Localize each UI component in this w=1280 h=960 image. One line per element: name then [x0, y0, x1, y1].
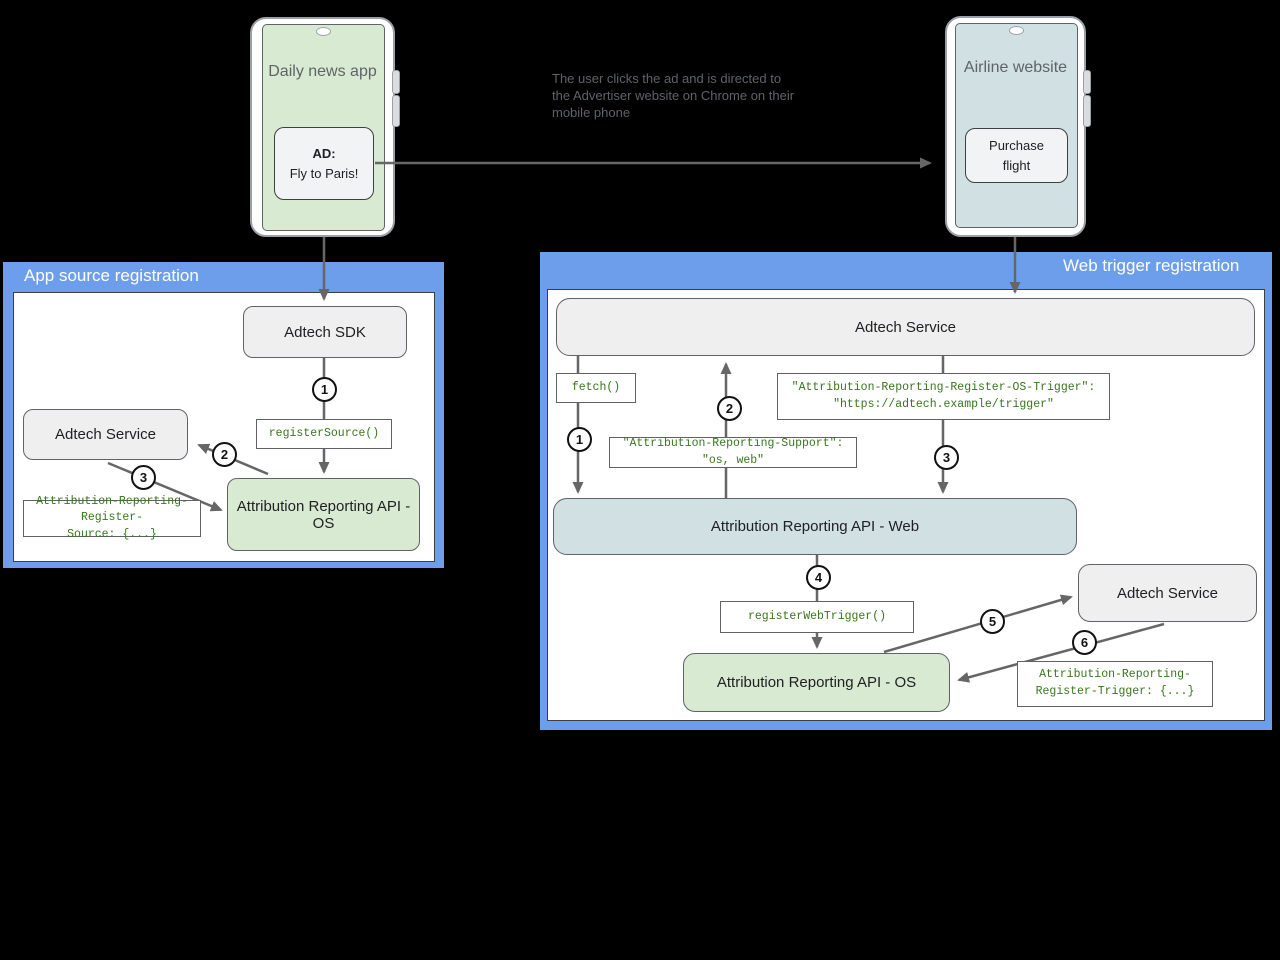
register-os-trigger-header-box: "Attribution-Reporting-Register-OS-Trigg… — [777, 373, 1110, 420]
ad-text: Fly to Paris! — [289, 165, 359, 181]
user-click-annotation: The user clicks the ad and is directed t… — [552, 71, 795, 120]
os-trigger-header-line2: "https://adtech.example/trigger" — [833, 397, 1054, 411]
register-trigger-header-line1: Attribution-Reporting- — [1039, 668, 1191, 682]
os-trigger-header-line1: "Attribution-Reporting-Register-OS-Trigg… — [791, 380, 1096, 394]
daily-news-app-title: Daily news app — [268, 63, 377, 80]
phone-camera-dot — [1009, 26, 1024, 35]
purchase-flight-text: Purchase flight — [989, 138, 1044, 173]
step-1-badge-right: 1 — [567, 427, 592, 452]
phone-volume-button — [392, 70, 400, 94]
adtech-service-right-label: Adtech Service — [1117, 584, 1218, 602]
airline-phone: Airline website Purchase flight — [945, 16, 1091, 237]
airline-website-screen — [955, 23, 1078, 228]
daily-news-phone: Daily news app AD: Fly to Paris! — [250, 17, 400, 237]
ad-label: AD: — [312, 146, 336, 161]
register-web-trigger-code-box: registerWebTrigger() — [720, 601, 914, 633]
airline-website-title: Airline website — [963, 59, 1068, 76]
adtech-service-top-label: Adtech Service — [855, 318, 956, 336]
register-trigger-header-line2: Register-Trigger: {...} — [1035, 685, 1195, 698]
phone-power-button — [392, 95, 400, 127]
support-header-box: "Attribution-Reporting-Support": "os, we… — [609, 437, 857, 468]
attribution-api-os-box-right: Attribution Reporting API - OS — [683, 653, 950, 712]
step-3-badge-left: 3 — [131, 465, 156, 490]
step-6-badge-right: 6 — [1072, 630, 1097, 655]
step-5-badge-right: 5 — [980, 609, 1005, 634]
adtech-service-box-left: Adtech Service — [23, 409, 188, 460]
adtech-sdk-label: Adtech SDK — [284, 323, 366, 341]
attribution-api-web-label: Attribution Reporting API - Web — [710, 518, 920, 535]
adtech-sdk-box: Adtech SDK — [243, 306, 407, 358]
attribution-api-os-right-label: Attribution Reporting API - OS — [716, 674, 917, 691]
support-header-label: "Attribution-Reporting-Support": "os, we… — [622, 436, 844, 467]
fetch-code-box: fetch() — [556, 373, 636, 403]
register-trigger-header-box: Attribution-Reporting- Register-Trigger:… — [1017, 661, 1213, 707]
attribution-api-web-box: Attribution Reporting API - Web — [553, 498, 1077, 555]
register-source-header-line1: Attribution-Reporting-Register- — [36, 494, 188, 525]
attribution-api-os-box-left: Attribution Reporting API - OS — [227, 478, 420, 551]
ad-fly-to-paris-button: AD: Fly to Paris! — [274, 127, 374, 200]
fetch-label: fetch() — [571, 380, 621, 394]
purchase-flight-button: Purchase flight — [965, 128, 1068, 183]
app-source-panel-title: App source registration — [24, 266, 199, 285]
register-source-header-line2: Source: {...} — [67, 527, 157, 541]
register-web-trigger-label: registerWebTrigger() — [747, 609, 887, 623]
adtech-service-box-top: Adtech Service — [556, 298, 1255, 356]
step-3-badge-right: 3 — [934, 445, 959, 470]
register-source-label: registerSource() — [268, 426, 380, 440]
web-trigger-panel-title: Web trigger registration — [1063, 256, 1240, 275]
adtech-service-box-right: Adtech Service — [1078, 564, 1257, 622]
register-source-header-box: Attribution-Reporting-Register- Source: … — [23, 495, 201, 541]
step-4-badge-right: 4 — [806, 565, 831, 590]
register-source-code-box: registerSource() — [256, 419, 392, 449]
phone-power-button — [1083, 95, 1091, 127]
step-2-badge-left: 2 — [212, 442, 237, 467]
phone-volume-button — [1083, 70, 1091, 94]
adtech-service-label: Adtech Service — [55, 426, 156, 443]
step-1-badge-left: 1 — [312, 377, 337, 402]
step-2-badge-right: 2 — [717, 396, 742, 421]
attribution-api-os-label: Attribution Reporting API - OS — [236, 497, 411, 532]
phone-camera-dot — [316, 27, 331, 36]
